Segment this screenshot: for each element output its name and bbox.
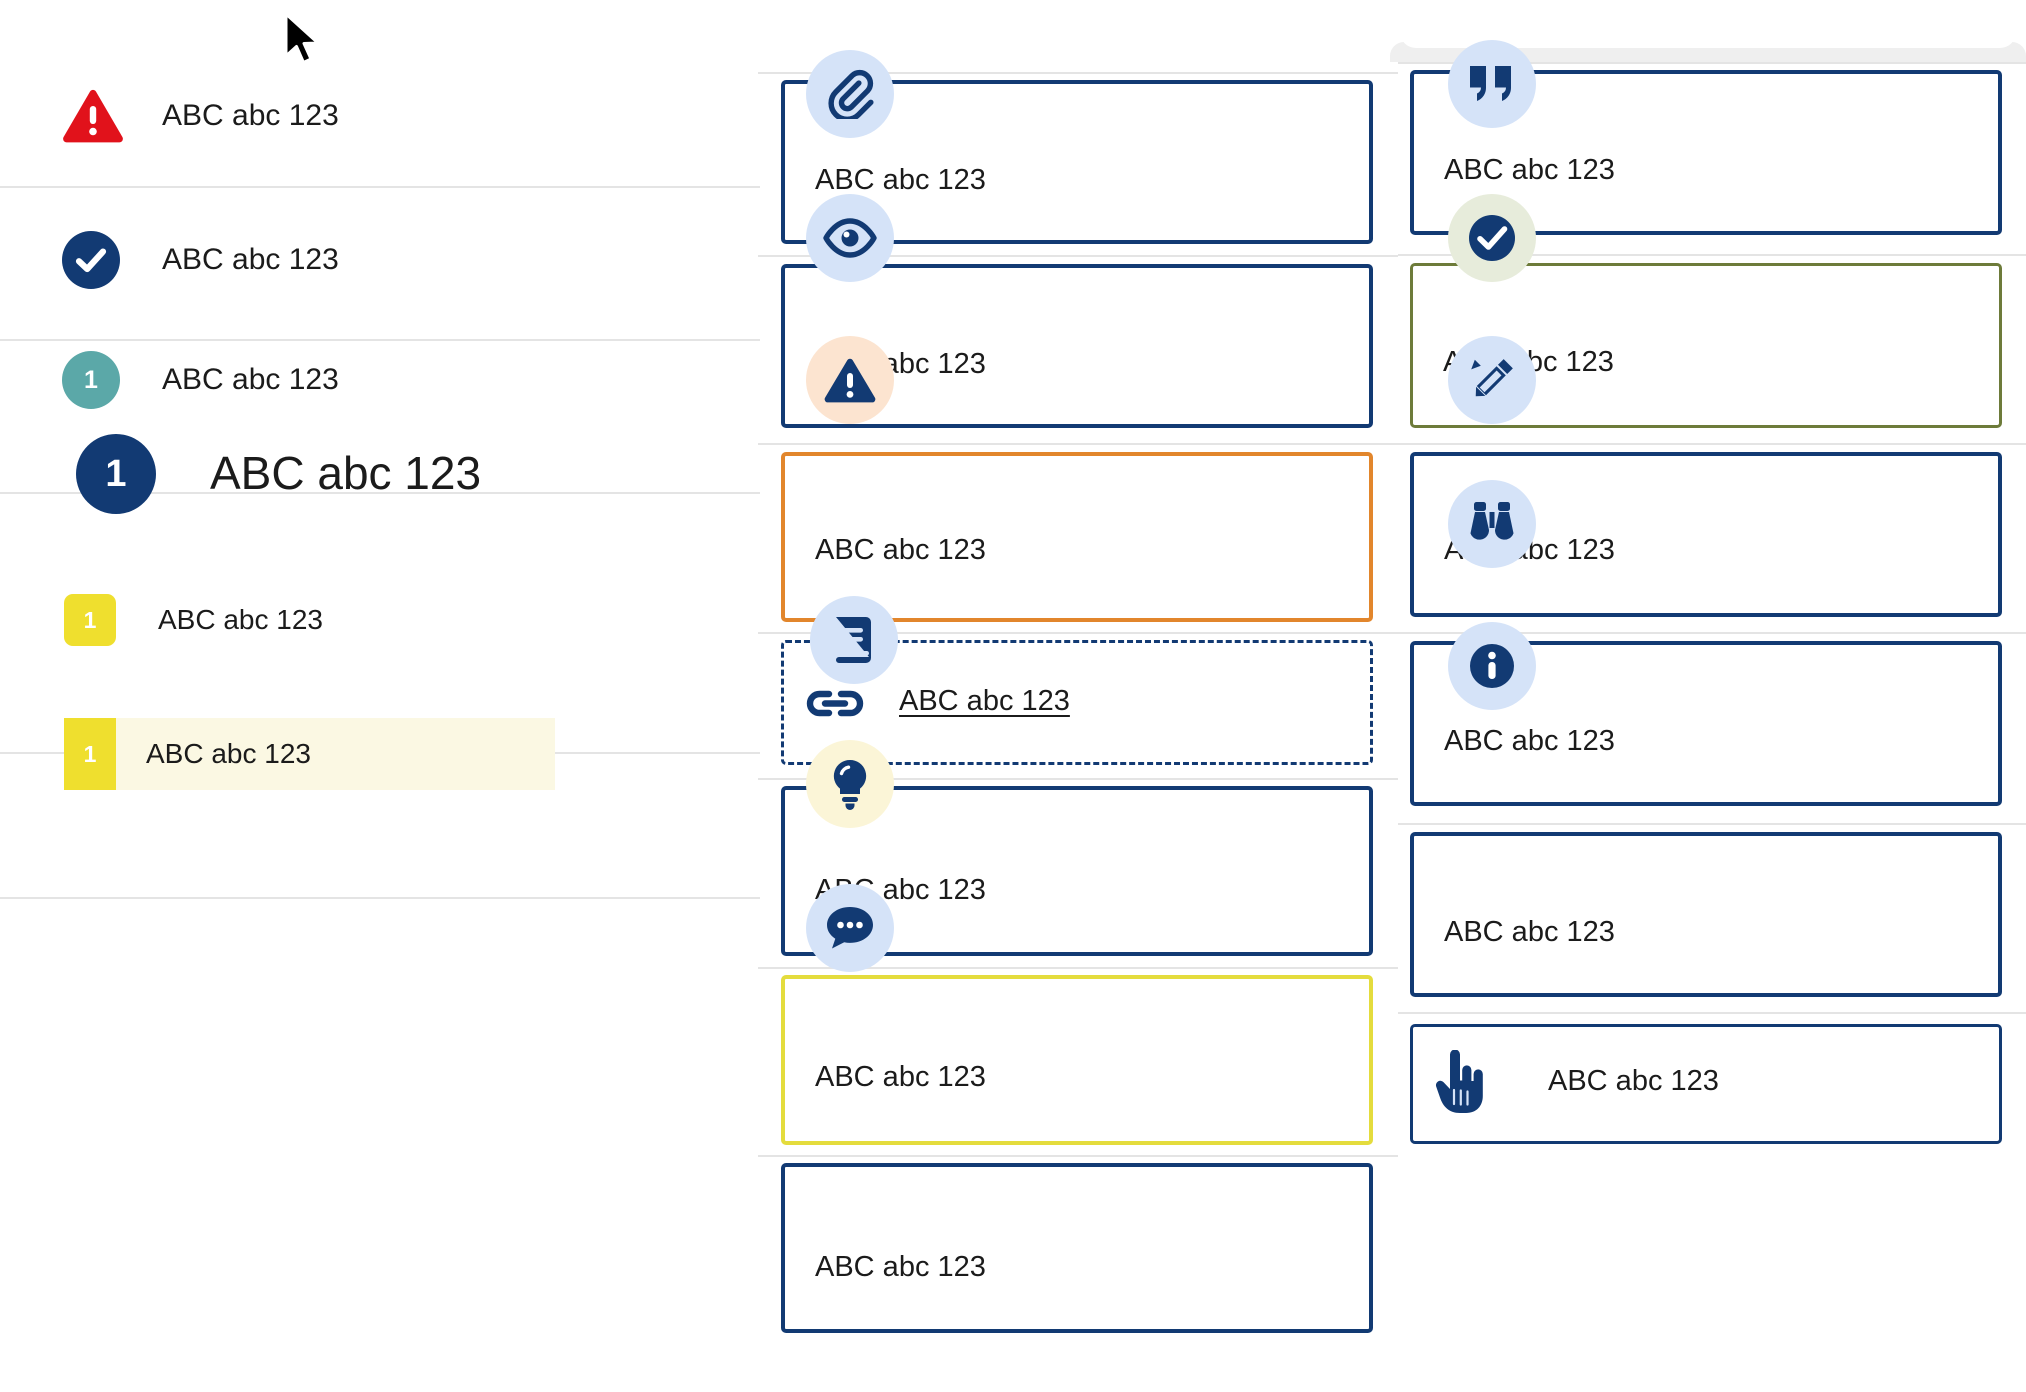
- number-badge-icon: 1: [76, 434, 156, 514]
- list-divider: [0, 897, 760, 899]
- card-label: ABC abc 123: [1444, 916, 1615, 948]
- column-divider: [1398, 254, 2026, 256]
- number-badge-icon: 1: [64, 718, 116, 790]
- eye-icon: [806, 194, 894, 282]
- list-item-count-teal[interactable]: 1 ABC abc 123: [0, 344, 822, 416]
- card-label: ABC abc 123: [815, 1061, 986, 1093]
- badge-count: 1: [84, 365, 98, 394]
- card-warning[interactable]: ABC abc 123: [781, 452, 1373, 622]
- check-circle-icon: [1448, 194, 1536, 282]
- list-divider: [0, 186, 760, 188]
- badge-count: 1: [105, 452, 127, 495]
- link-icon: [802, 680, 868, 733]
- badge-count: 1: [83, 740, 97, 767]
- check-circle-icon: [62, 231, 120, 289]
- list-item-success[interactable]: ABC abc 123: [0, 224, 822, 296]
- column-divider: [758, 967, 1398, 969]
- list-item-label: ABC abc 123: [146, 738, 311, 770]
- card-action[interactable]: ABC abc 123: [1410, 1024, 2002, 1144]
- list-item-label: ABC abc 123: [162, 243, 339, 276]
- card-label: ABC abc 123: [1444, 154, 1615, 186]
- column-divider: [1398, 632, 2026, 634]
- column-divider: [1398, 1012, 2026, 1014]
- card-label: ABC abc 123: [815, 1251, 986, 1283]
- list-item-alert[interactable]: ABC abc 123: [0, 80, 822, 152]
- card-info[interactable]: ABC abc 123: [1410, 832, 2002, 997]
- list-item-count-yellow[interactable]: 1 ABC abc 123: [0, 586, 824, 654]
- card-comment[interactable]: ABC abc 123: [781, 1163, 1373, 1333]
- list-divider: [0, 339, 760, 341]
- warning-triangle-icon: [806, 336, 894, 424]
- column-divider: [1398, 443, 2026, 445]
- lightbulb-icon: [806, 740, 894, 828]
- card-link-label[interactable]: ABC abc 123: [899, 685, 1070, 717]
- list-divider: [0, 492, 760, 494]
- info-circle-icon: [1448, 622, 1536, 710]
- card-label: ABC abc 123: [1444, 725, 1615, 757]
- column-divider: [758, 443, 1398, 445]
- card-label: ABC abc 123: [815, 534, 986, 566]
- pointing-hand-icon: [1432, 1049, 1488, 1121]
- background-panel-fragment-inner: [1400, 0, 2016, 48]
- chat-bubble-icon: [806, 884, 894, 972]
- column-divider: [758, 255, 1398, 257]
- column-divider: [758, 778, 1398, 780]
- badge-count: 1: [83, 606, 97, 633]
- paperclip-icon: [806, 50, 894, 138]
- list-item-count-hero[interactable]: 1 ABC abc 123: [0, 434, 836, 514]
- list-item-selected[interactable]: 1 ABC abc 123: [64, 718, 555, 790]
- binoculars-icon: [1448, 480, 1536, 568]
- column-divider: [758, 72, 1398, 74]
- card-visibility[interactable]: ABC abc 123: [781, 264, 1373, 428]
- number-badge-icon: 1: [62, 351, 120, 409]
- quote-icon: [1448, 40, 1536, 128]
- pencil-icon: [1448, 336, 1536, 424]
- card-label: ABC abc 123: [1548, 1065, 1719, 1097]
- list-item-label: ABC abc 123: [210, 447, 482, 500]
- list-item-label: ABC abc 123: [162, 99, 339, 132]
- column-divider: [1398, 62, 2026, 64]
- card-tip[interactable]: ABC abc 123: [781, 975, 1373, 1145]
- left-list: ABC abc 123 ABC abc 123 1 ABC abc 123 1 …: [0, 0, 760, 1392]
- card-label: ABC abc 123: [815, 164, 986, 196]
- number-badge-icon: 1: [64, 594, 116, 646]
- list-item-label: ABC abc 123: [162, 363, 339, 396]
- column-divider: [758, 1155, 1398, 1157]
- book-icon: [810, 596, 898, 684]
- list-item-label: ABC abc 123: [158, 604, 323, 636]
- column-divider: [758, 632, 1398, 634]
- column-divider: [1398, 823, 2026, 825]
- warning-triangle-icon: [62, 88, 124, 144]
